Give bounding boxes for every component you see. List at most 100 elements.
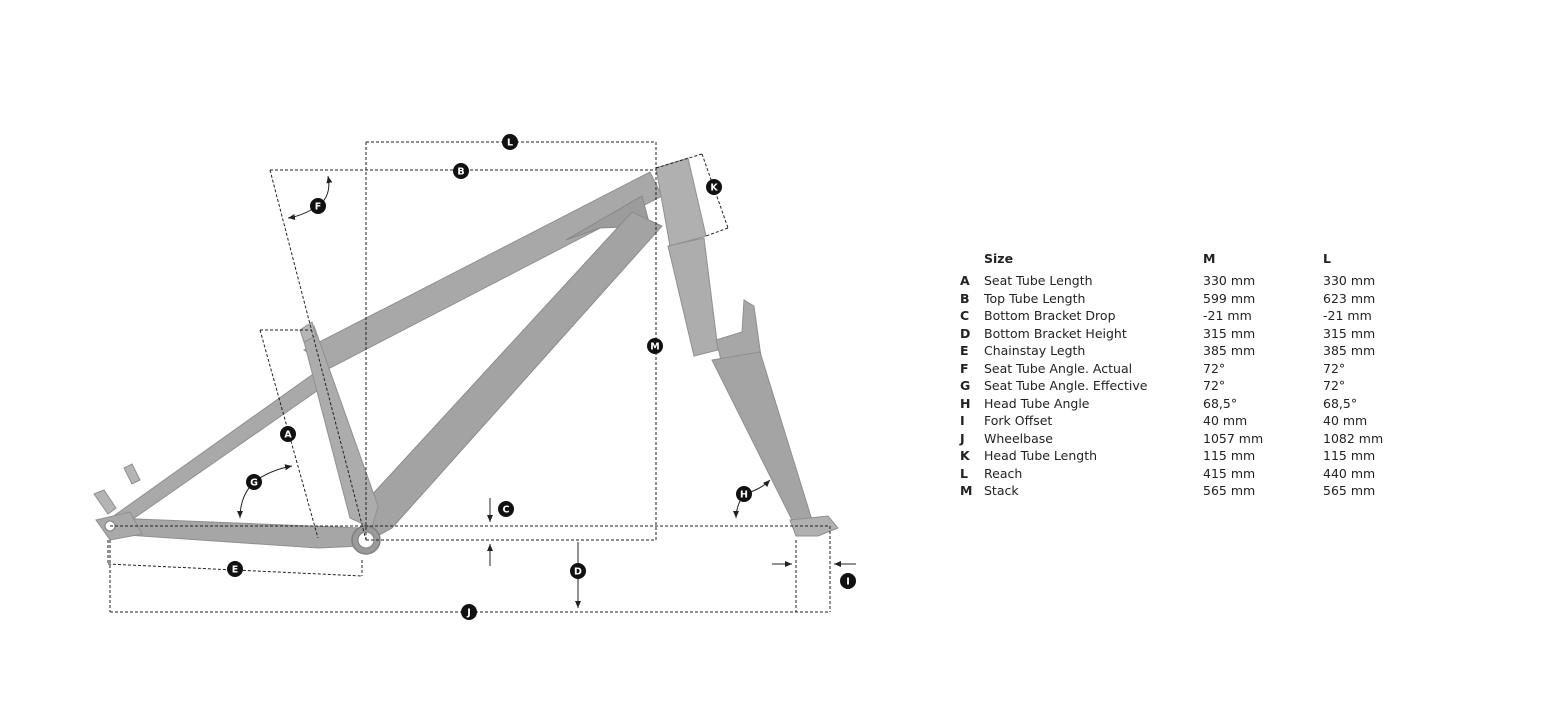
row-value-l: 623 mm (1323, 290, 1376, 306)
row-measurement: Stack (984, 483, 1019, 498)
disc-mount (93, 463, 141, 515)
row-value-m: 330 mm (1203, 273, 1256, 288)
row-value-l: 40 mm (1323, 413, 1368, 428)
row-measurement: Bottom Bracket Drop (984, 308, 1116, 323)
row-measurement: Seat Tube Angle. Effective (984, 378, 1148, 393)
badge-h: H (736, 486, 752, 502)
seatstay (107, 371, 325, 529)
badge-c-label: C (503, 505, 510, 516)
row-value-m: 565 mm (1203, 483, 1256, 498)
row-value-l: 385 mm (1323, 343, 1376, 358)
row-letter: I (960, 413, 965, 428)
badge-a: A (280, 426, 296, 442)
row-letter: M (960, 483, 973, 498)
row-value-m: 72° (1203, 360, 1226, 376)
row-value-m: 68,5° (1203, 395, 1238, 411)
row-value-m: 315 mm (1203, 325, 1256, 341)
table-row: H Head Tube Angle 68,5° 68,5° (960, 395, 1393, 413)
badge-d: D (570, 563, 586, 579)
row-letter: A (960, 273, 970, 288)
row-value-m: 599 mm (1203, 290, 1256, 306)
fork-dropout (789, 515, 839, 537)
row-value-l: 68,5° (1323, 395, 1358, 411)
row-value-l: 115 mm (1323, 448, 1376, 463)
badge-l-label: L (507, 138, 513, 149)
row-value-l: 565 mm (1323, 483, 1376, 498)
row-value-l: 72° (1323, 360, 1346, 376)
row-value-l: 1082 mm (1323, 430, 1384, 446)
badge-m-label: M (650, 342, 659, 353)
badge-m: M (647, 338, 663, 354)
table-row: A Seat Tube Length 330 mm 330 mm (960, 272, 1393, 290)
badge-h-label: H (740, 490, 748, 501)
table-row: G Seat Tube Angle. Effective 72° 72° (960, 377, 1393, 395)
dimension-badges: A B C D E F G H I J K L M (227, 134, 856, 620)
row-measurement: Fork Offset (984, 413, 1053, 428)
row-measurement: Top Tube Length (984, 290, 1086, 306)
row-measurement: Reach (984, 465, 1023, 481)
row-letter: G (960, 378, 971, 393)
chainstay (111, 517, 363, 549)
row-value-l: 72° (1323, 378, 1346, 393)
row-measurement: Wheelbase (984, 430, 1053, 446)
seat-post (299, 321, 317, 343)
row-letter: B (960, 290, 970, 306)
badge-i-label: I (846, 577, 850, 588)
row-letter: E (960, 343, 969, 358)
badge-g: G (246, 474, 262, 490)
row-measurement: Head Tube Angle (984, 395, 1090, 411)
badge-c: C (498, 501, 514, 517)
row-measurement: Bottom Bracket Height (984, 325, 1127, 341)
badge-a-label: A (284, 430, 292, 441)
row-value-l: -21 mm (1323, 308, 1372, 323)
badge-i: I (840, 573, 856, 589)
badge-d-label: D (574, 567, 582, 578)
row-letter: K (960, 448, 970, 463)
row-value-l: 315 mm (1323, 325, 1376, 341)
badge-j-label: J (466, 608, 471, 619)
header-size-l: L (1323, 251, 1331, 266)
table-row: M Stack 565 mm 565 mm (960, 482, 1393, 500)
table-row: F Seat Tube Angle. Actual 72° 72° (960, 360, 1393, 378)
bike-frame (93, 157, 839, 555)
frame-geometry-diagram: A B C D E F G H I J K L M (93, 134, 856, 620)
table-row: D Bottom Bracket Height 315 mm 315 mm (960, 325, 1393, 343)
badge-f: F (310, 198, 326, 214)
row-value-m: 72° (1203, 378, 1226, 393)
head-tube (655, 157, 707, 247)
table-row: C Bottom Bracket Drop -21 mm -21 mm (960, 307, 1393, 325)
row-value-m: 415 mm (1203, 465, 1256, 481)
badge-l: L (502, 134, 518, 150)
row-measurement: Head Tube Length (984, 448, 1098, 463)
table-row: K Head Tube Length 115 mm 115 mm (960, 447, 1393, 465)
row-measurement: Seat Tube Length (984, 273, 1093, 288)
badge-b-label: B (457, 167, 464, 178)
row-measurement: Seat Tube Angle. Actual (984, 360, 1133, 376)
row-value-m: -21 mm (1203, 308, 1252, 323)
table-row: B Top Tube Length 599 mm 623 mm (960, 290, 1393, 308)
fork-upper (667, 237, 719, 357)
row-letter: F (960, 360, 969, 376)
badge-e: E (227, 561, 243, 577)
badge-b: B (453, 163, 469, 179)
row-value-l: 330 mm (1323, 273, 1376, 288)
badge-g-label: G (250, 478, 258, 489)
row-letter: C (960, 308, 970, 323)
row-value-m: 1057 mm (1203, 430, 1264, 446)
row-letter: H (960, 395, 971, 411)
header-size-m: M (1203, 251, 1216, 266)
rear-dropout (95, 511, 143, 541)
badge-e-label: E (232, 565, 239, 576)
header-size: Size (984, 251, 1014, 266)
header-letter (960, 250, 984, 272)
table-header-row: Size M L (960, 250, 1393, 272)
row-value-m: 115 mm (1203, 448, 1256, 463)
row-letter: L (960, 465, 968, 481)
fork-lower (711, 351, 813, 529)
row-letter: D (960, 325, 971, 341)
